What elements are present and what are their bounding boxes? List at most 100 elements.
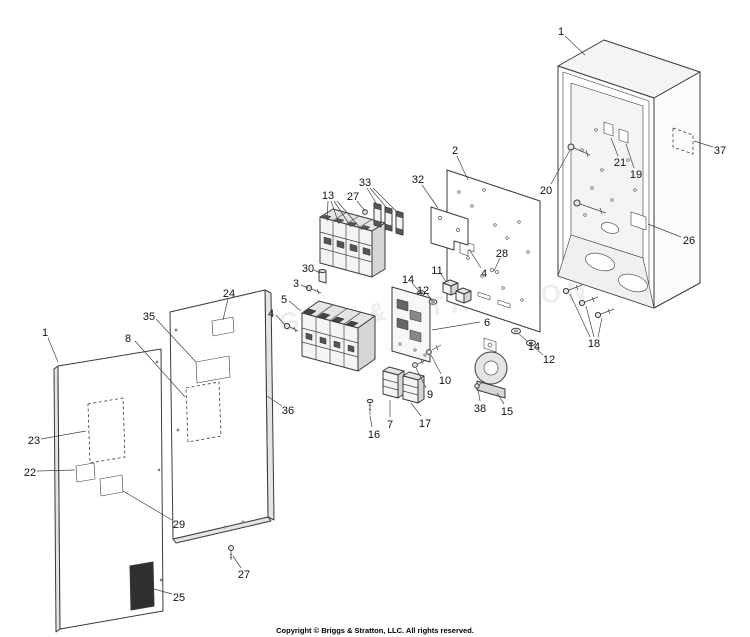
callout-label: 8 [125, 333, 131, 345]
leader-line [266, 395, 283, 407]
callout-label: 2 [452, 145, 458, 157]
fuse-screw [362, 209, 368, 215]
leader-line [518, 333, 529, 343]
callout-label: 35 [143, 311, 155, 323]
callout-label: 38 [474, 403, 486, 415]
leader-line [585, 305, 595, 338]
callout-label: 26 [683, 235, 695, 247]
leader-line [333, 200, 352, 228]
leader-line [47, 337, 59, 363]
callout-label: 32 [412, 174, 424, 186]
relay-cubes [442, 279, 472, 304]
screw-3 [305, 284, 322, 295]
circuit-board [391, 286, 431, 363]
leader-line [40, 430, 87, 440]
door-dashed-outline [87, 397, 126, 464]
leader-line [372, 187, 397, 212]
callout-label: 27 [347, 191, 359, 203]
leader-line [415, 367, 427, 389]
contactor-upper [319, 208, 386, 278]
inner-panel [169, 289, 275, 544]
fuse-set [362, 202, 404, 236]
leader-line [431, 321, 481, 331]
leader-line [155, 318, 197, 363]
callout-label: 1 [558, 26, 564, 38]
panel-slot [477, 291, 491, 301]
leader-line [625, 143, 635, 169]
knockout-hole [585, 252, 615, 272]
terminal-block-7 [382, 366, 405, 399]
door-label-plate [129, 561, 155, 611]
callout-label: 4 [268, 308, 274, 320]
leader-line [369, 415, 373, 428]
leader-line [421, 184, 439, 209]
leader-line [569, 293, 591, 338]
callout-label: 25 [173, 592, 185, 604]
callout-label: 21 [614, 157, 626, 169]
door-cutout [99, 474, 124, 497]
leader-line [693, 140, 714, 148]
callout-label: 12 [417, 285, 429, 297]
cabinet-screw [573, 199, 607, 215]
leader-line [313, 269, 321, 274]
terminal-block-17 [402, 371, 425, 404]
screw-27-bottom [228, 545, 234, 560]
leader-line [456, 155, 469, 181]
knockout-hole [618, 273, 648, 293]
callout-label: 15 [501, 406, 513, 418]
callout-label: 30 [302, 263, 314, 275]
screw-38 [474, 380, 485, 389]
leader-line [288, 300, 302, 312]
callout-label: 14 [402, 274, 414, 286]
leader-line [564, 35, 586, 56]
leader-line [369, 187, 387, 208]
callout-label: 5 [281, 294, 287, 306]
cabinet-enclosure [557, 39, 701, 309]
screw-9 [412, 359, 427, 368]
cabinet-screw [567, 143, 591, 158]
callout-label: 37 [714, 145, 726, 157]
washers-right [511, 327, 536, 347]
leader-line [153, 588, 173, 595]
door-panel [53, 348, 164, 633]
leader-line [336, 200, 363, 231]
leader-line [275, 314, 286, 326]
callout-label: 20 [540, 185, 552, 197]
leader-line [232, 555, 242, 569]
callout-label: 23 [28, 435, 40, 447]
leader-line [597, 317, 603, 338]
callout-label: 18 [588, 338, 600, 350]
leader-line [122, 490, 173, 521]
knockout-hole [600, 222, 620, 234]
callout-label: 9 [427, 389, 433, 401]
callout-label: 19 [630, 169, 642, 181]
callout-label: 29 [173, 519, 185, 531]
leader-line [411, 282, 420, 292]
callout-label: 33 [359, 177, 371, 189]
door-cutout [75, 462, 96, 483]
backwall-cutout [618, 128, 629, 144]
callout-label: 10 [439, 375, 451, 387]
panel-cutout [195, 355, 231, 384]
callout-label: 28 [496, 248, 508, 260]
callout-label: 3 [293, 278, 299, 290]
panel-dashed-outline [185, 381, 222, 443]
screw-10 [426, 344, 442, 355]
leader-line [550, 149, 571, 185]
callout-label: 27 [238, 569, 250, 581]
leader-line [430, 354, 442, 375]
callout-layer: 1211937202618141223233271330354281114124… [24, 26, 726, 604]
screw-4 [283, 322, 299, 333]
contactor-lower [301, 300, 376, 372]
bracket-32 [430, 206, 469, 251]
side-cutout-dashed [672, 127, 694, 155]
callout-label: 6 [484, 317, 490, 329]
callout-label: 16 [368, 429, 380, 441]
leader-line [326, 200, 329, 222]
leader-line [366, 187, 377, 204]
backwall-holes [580, 128, 637, 217]
leader-line [222, 298, 229, 321]
spacer-30 [318, 269, 327, 284]
leader-line [647, 223, 682, 238]
current-transformer [474, 337, 508, 399]
